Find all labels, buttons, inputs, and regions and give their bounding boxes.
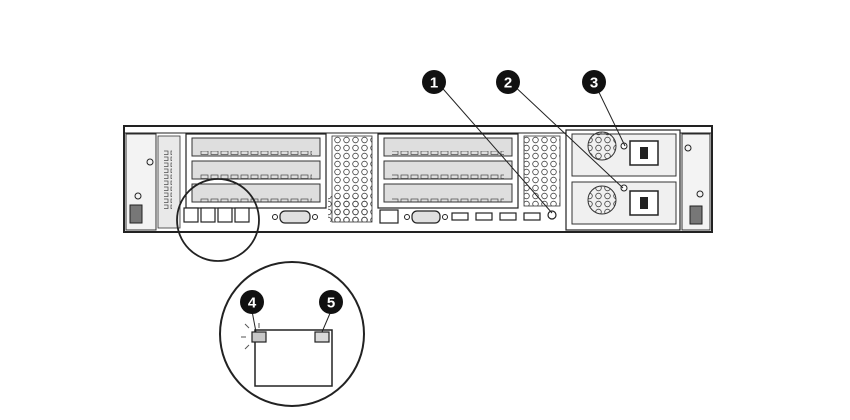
pcie-slot-right-3 [383,183,513,203]
usb-port-4 [523,212,541,221]
pcie-slot-left-3 [191,183,321,203]
leader-line-4 [251,310,257,333]
usb-port-2 [475,212,493,221]
callout-4: 4 [240,290,264,314]
link-led [251,331,267,343]
nic-port-2 [200,207,216,223]
video-port [404,210,448,224]
network-ports [183,207,250,223]
leader-line-2 [509,81,624,189]
pcie-slot-left-1 [191,137,321,157]
pcie-slot-right-1 [383,137,513,157]
pcie-riser-right [377,133,519,209]
callout-5: 5 [319,290,343,314]
callout-3-label: 3 [590,75,598,92]
pcie-slot-right-2 [383,160,513,180]
nic-port-4 [234,207,250,223]
callout-4-label: 4 [248,295,257,312]
leader-line-1 [436,81,553,214]
nic-port-detail [219,261,365,407]
callout-5-label: 5 [327,295,335,312]
callout-2: 2 [496,70,520,94]
psu-led-2 [620,184,628,192]
uid-led-button [547,210,557,220]
vent-grid-right [523,135,561,207]
serial-port [272,210,318,224]
power-supply-1 [571,131,677,177]
pcie-slot-left-2 [191,160,321,180]
vent-grid-center [328,196,368,222]
ilo-port [379,209,399,224]
callout-1: 1 [422,70,446,94]
nic-port-3 [217,207,233,223]
callout-2-label: 2 [504,75,512,92]
usb-port-3 [499,212,517,221]
leader-line-5 [321,310,332,333]
callout-1-label: 1 [430,75,438,92]
nic-zoom-circle [176,178,260,262]
nic-port-1 [183,207,199,223]
led-glow-rays [241,323,260,350]
callout-3: 3 [582,70,606,94]
power-supply-2 [571,181,677,225]
power-supply-bays [565,129,681,231]
usb-ports [451,212,541,221]
usb-port-1 [451,212,469,221]
activity-led [314,331,330,343]
pcie-riser-left [185,133,327,209]
